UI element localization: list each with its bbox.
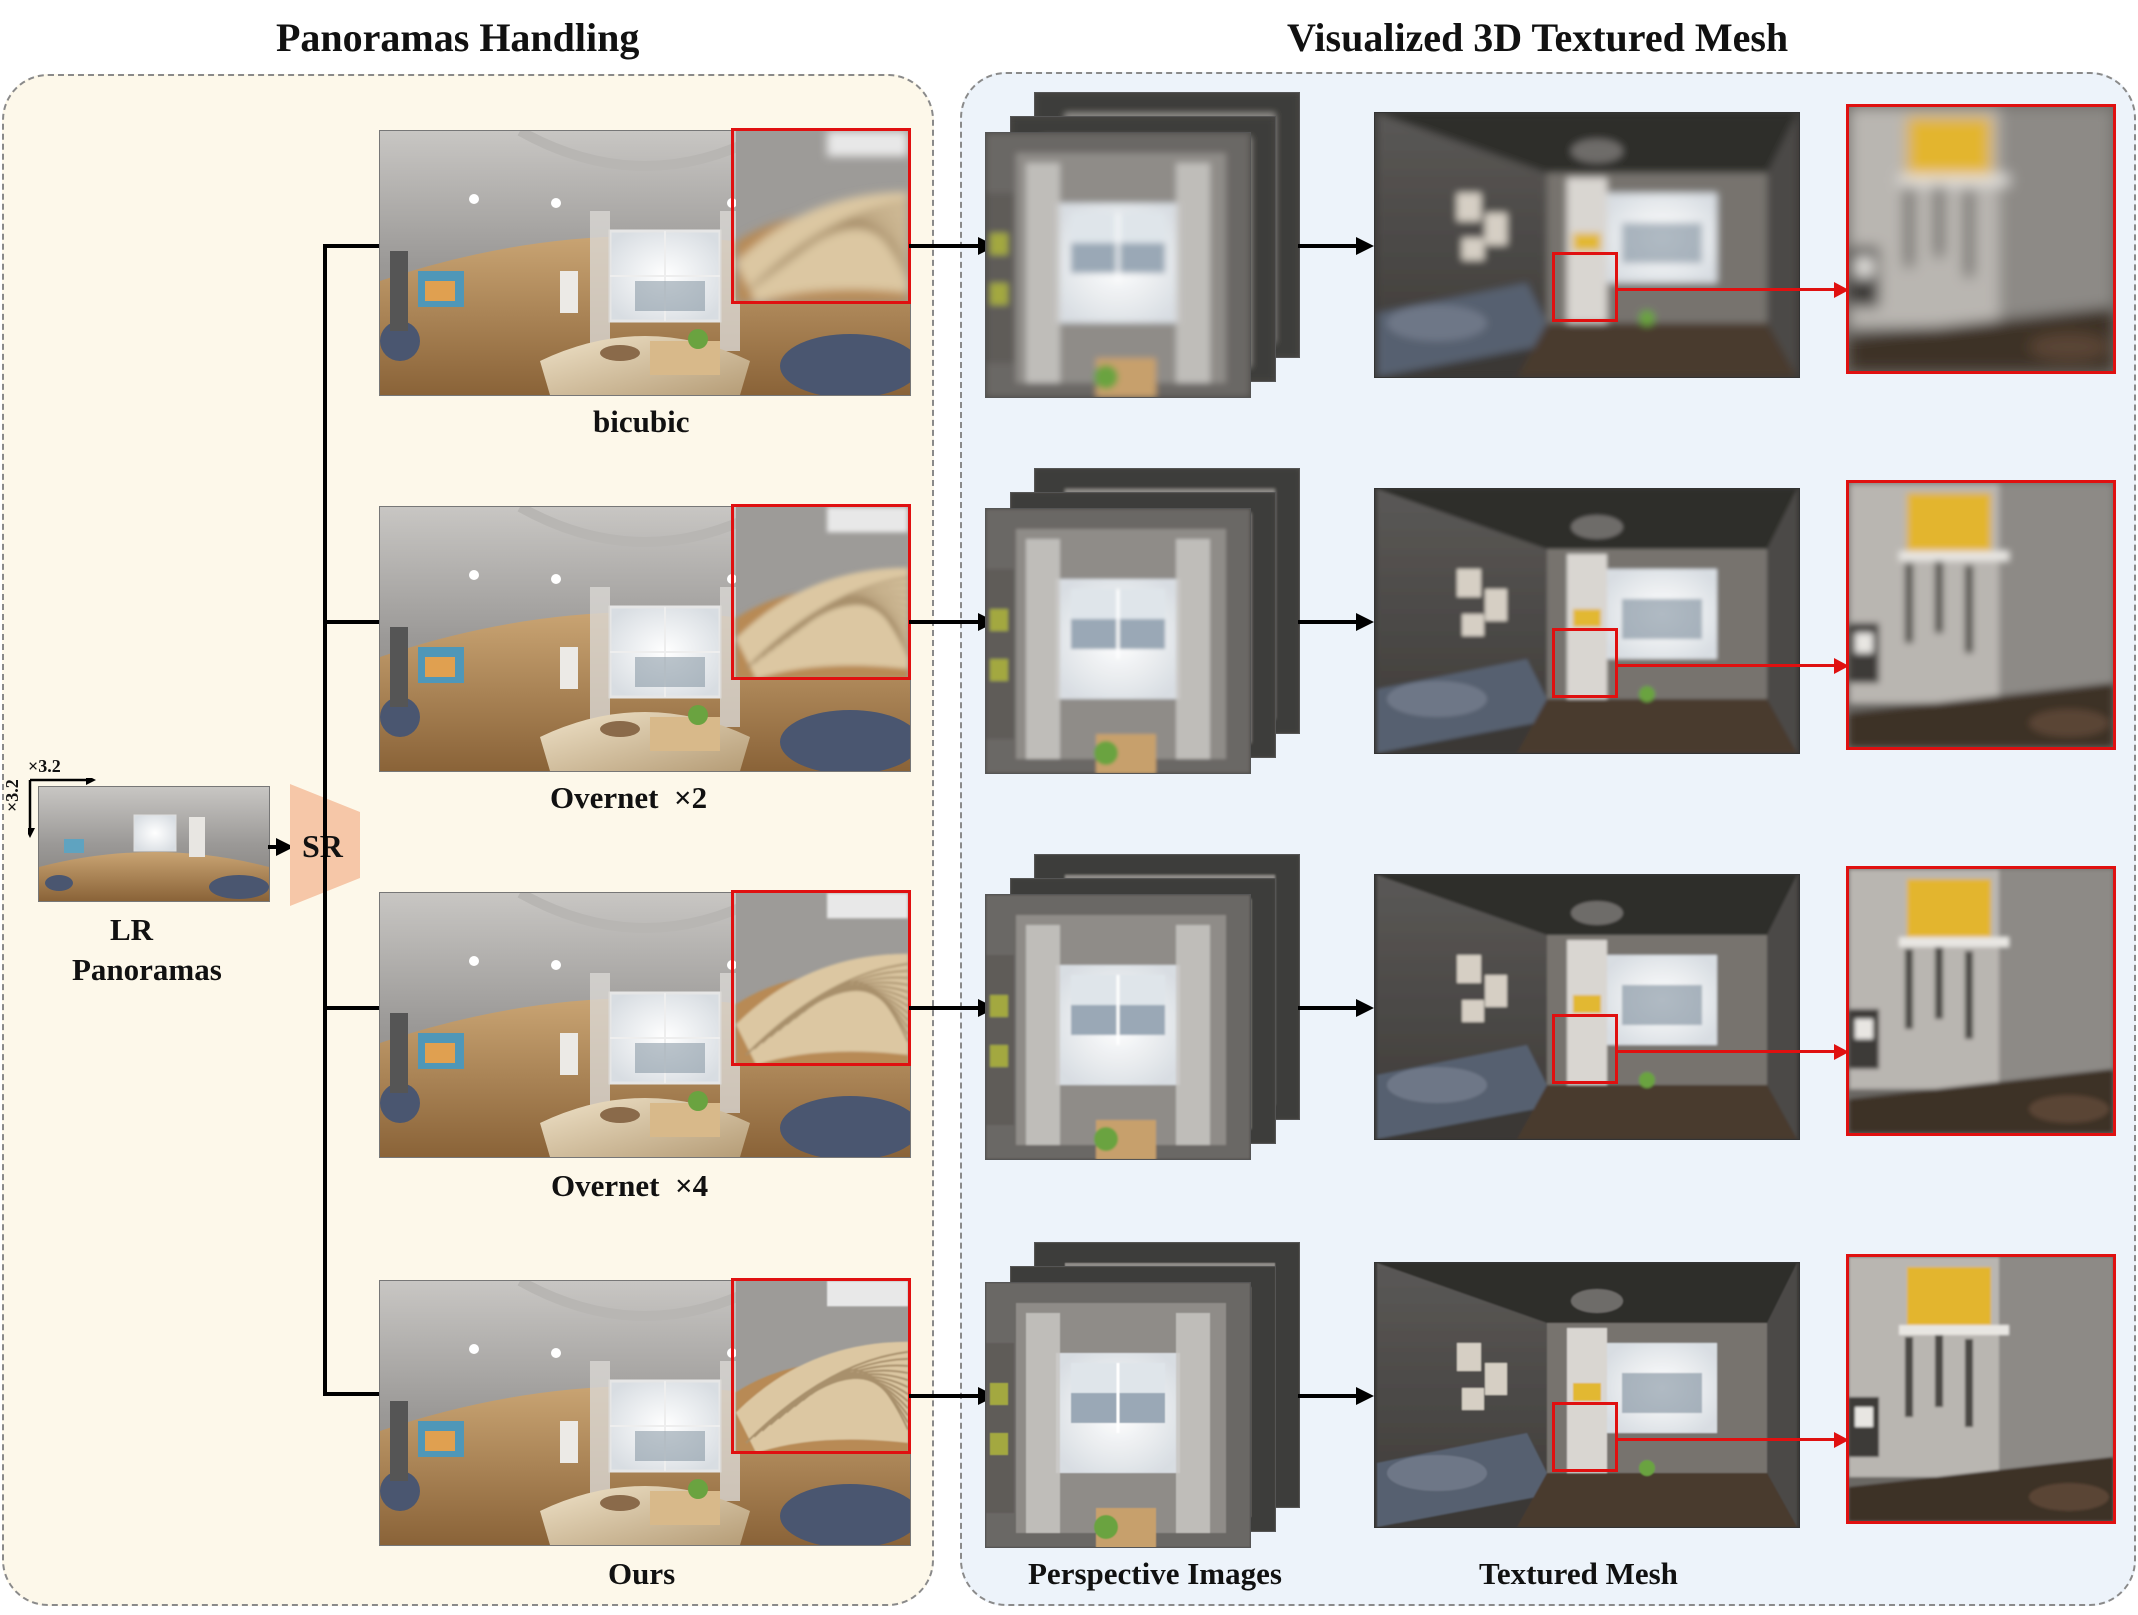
lr-label-line2: Panoramas bbox=[72, 952, 222, 987]
perspective-images-label: Perspective Images bbox=[1028, 1556, 1282, 1591]
textured-mesh-overnet-x4 bbox=[1374, 874, 1800, 1140]
arrow-persp-to-mesh-bicubic bbox=[1298, 244, 1358, 248]
red-arrowhead bbox=[1834, 1044, 1849, 1060]
perspective-image-overnet-x2 bbox=[985, 508, 1251, 774]
zoom-inset-overnet-x4 bbox=[731, 890, 911, 1066]
red-arrowhead bbox=[1834, 658, 1849, 674]
arrow-pano-to-persp-ours bbox=[909, 1394, 985, 1398]
mesh-highlight-box-bicubic bbox=[1552, 252, 1618, 322]
zoom-link-line-overnet-x2 bbox=[1618, 664, 1840, 667]
method-label-overnet-x2: Overnet ×2 bbox=[550, 780, 708, 815]
scale-y-label: ×3.2 bbox=[2, 779, 22, 812]
arrow-lr-to-sr bbox=[268, 845, 280, 849]
scale-axes-icon bbox=[25, 775, 98, 838]
textured-mesh-ours bbox=[1374, 1262, 1800, 1528]
arrow-persp-to-mesh-overnet-x4 bbox=[1298, 1006, 1358, 1010]
branch-bicubic bbox=[323, 244, 379, 248]
branch-ours bbox=[323, 1392, 379, 1396]
branch-overnet4 bbox=[323, 1006, 379, 1010]
textured-mesh-bicubic bbox=[1374, 112, 1800, 378]
method-label-ours: Ours bbox=[608, 1556, 676, 1591]
mesh-highlight-box-overnet-x4 bbox=[1552, 1014, 1618, 1084]
branch-overnet2 bbox=[323, 620, 379, 624]
scale-x-label: ×3.2 bbox=[28, 756, 61, 776]
zoom-link-line-overnet-x4 bbox=[1618, 1050, 1840, 1053]
perspective-image-overnet-x4 bbox=[985, 894, 1251, 1160]
lr-label-line1: LR bbox=[110, 912, 154, 947]
arrow-pano-to-persp-overnet-x2 bbox=[909, 620, 985, 624]
arrow-pano-to-persp-bicubic bbox=[909, 244, 985, 248]
arrowhead bbox=[1356, 613, 1374, 631]
mesh-detail-crop-bicubic bbox=[1846, 104, 2116, 374]
left-section-title: Panoramas Handling bbox=[276, 15, 640, 60]
mesh-detail-crop-overnet-x2 bbox=[1846, 480, 2116, 750]
arrowhead bbox=[1356, 1387, 1374, 1405]
zoom-inset-ours bbox=[731, 1278, 911, 1454]
tree-trunk bbox=[323, 244, 327, 1396]
arrow-pano-to-persp-overnet-x4 bbox=[909, 1006, 985, 1010]
method-label-overnet-x4: Overnet ×4 bbox=[551, 1168, 709, 1203]
textured-mesh-overnet-x2 bbox=[1374, 488, 1800, 754]
arrowhead bbox=[1356, 237, 1374, 255]
sr-label: SR bbox=[302, 828, 343, 865]
perspective-image-bicubic bbox=[985, 132, 1251, 398]
arrow-persp-to-mesh-overnet-x2 bbox=[1298, 620, 1358, 624]
zoom-inset-overnet-x2 bbox=[731, 504, 911, 680]
mesh-highlight-box-ours bbox=[1552, 1402, 1618, 1472]
zoom-link-line-ours bbox=[1618, 1438, 1840, 1441]
red-arrowhead bbox=[1834, 1432, 1849, 1448]
mesh-highlight-box-overnet-x2 bbox=[1552, 628, 1618, 698]
lr-panorama-image bbox=[38, 786, 270, 902]
zoom-inset-bicubic bbox=[731, 128, 911, 304]
mesh-detail-crop-overnet-x4 bbox=[1846, 866, 2116, 1136]
textured-mesh-label: Textured Mesh bbox=[1479, 1556, 1678, 1591]
perspective-image-ours bbox=[985, 1282, 1251, 1548]
zoom-link-line-bicubic bbox=[1618, 288, 1840, 291]
mesh-detail-crop-ours bbox=[1846, 1254, 2116, 1524]
arrow-persp-to-mesh-ours bbox=[1298, 1394, 1358, 1398]
red-arrowhead bbox=[1834, 282, 1849, 298]
arrowhead bbox=[1356, 999, 1374, 1017]
arrowhead bbox=[276, 838, 294, 856]
method-label-bicubic: bicubic bbox=[593, 404, 690, 439]
right-section-title: Visualized 3D Textured Mesh bbox=[1287, 15, 1789, 60]
